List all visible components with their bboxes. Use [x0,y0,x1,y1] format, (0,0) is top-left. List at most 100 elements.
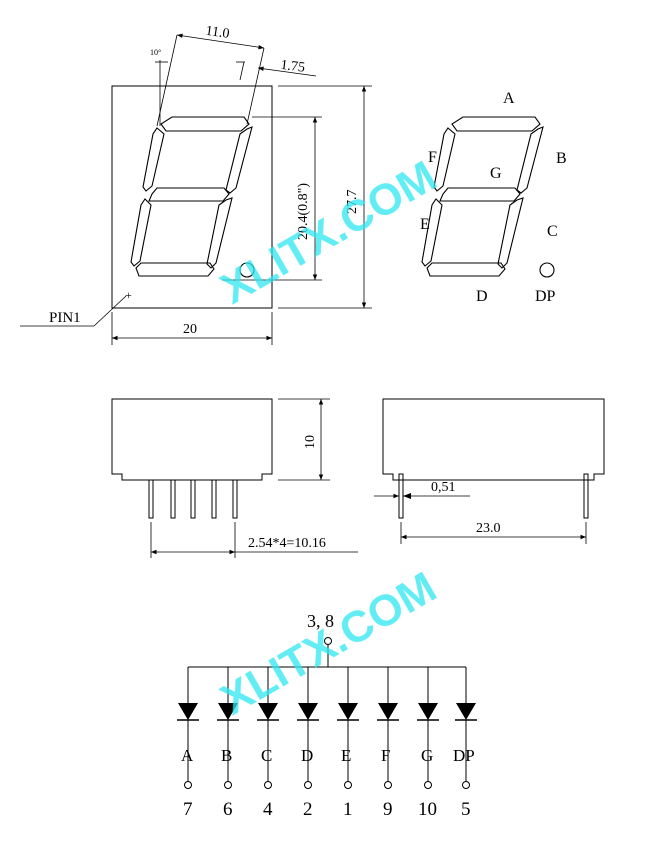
seg-label-b: B [556,150,567,167]
segment-label: G [421,746,433,765]
side2-pin-left [398,473,404,519]
pin-number: 4 [263,799,273,820]
seg-label-a: A [503,90,515,107]
segment-map [421,116,555,278]
pin-terminal [184,781,192,789]
seg-label-dp: DP [535,288,556,305]
front-seg-c [206,197,233,269]
seg-label-e: E [420,216,430,233]
segment-label: E [341,746,351,765]
watermark-bottom: XLITX.COM [213,562,445,724]
diode-6: F9 [377,667,399,820]
dim-offset-label: 1.75 [280,58,306,76]
pin-terminal [384,781,392,789]
pin-terminal [304,781,312,789]
side-pin-3 [190,479,196,519]
front-view: 11.0 10° 1.75 20.4(0.8") 27.7 20 PIN1 + [20,24,372,345]
front-seg-g [148,187,230,202]
dim-top-label: 11.0 [205,24,231,42]
dim-side-height-label: 10 [303,435,318,449]
diode-triangle [218,703,238,720]
front-seg-a [160,116,250,132]
watermark-top: XLITX.COM [213,151,445,313]
watermark-group: XLITX.COM XLITX.COM [213,151,445,724]
pin-number: 7 [183,799,193,820]
map-seg-g [439,187,521,202]
front-seg-f [142,127,165,192]
segment-label: B [221,746,232,765]
pin1-leader-diagonal [93,295,127,327]
map-seg-e [421,198,443,267]
diode-triangle [178,703,198,720]
common-pins-label: 3, 8 [307,611,334,631]
seg-label-f: F [428,149,437,166]
map-seg-f [433,127,456,192]
side-view-pins: 10 2.54*4=10.16 [111,398,358,558]
diode-3: C4 [257,667,279,820]
seg-label-d: D [476,288,488,305]
map-seg-dp [539,262,555,278]
segment-label: DP [453,746,475,765]
pin-number: 2 [303,799,313,820]
pin-number: 10 [418,799,437,820]
pin-terminal [224,781,232,789]
side-pin-4 [211,479,217,519]
dim-angle-label: 10° [150,48,161,57]
pin1-label: PIN1 [49,310,81,326]
diode-triangle [378,703,398,720]
diode-1: A7 [177,667,199,820]
diode-7: G 10 [417,667,439,820]
side-pin-1 [148,479,154,519]
front-digit [130,116,255,278]
map-seg-c [497,197,524,269]
map-seg-b [516,126,544,194]
dim-height-label: 20.4(0.8") [296,183,311,240]
dim-width-label: 20 [183,322,197,337]
side2-body-outline [382,398,605,481]
dim-pin-arrow-right [403,493,411,499]
diode-triangle [418,703,438,720]
dim-offset-ext [239,61,245,81]
pin-terminal [344,781,352,789]
diode-5: E1 [337,667,359,820]
pin1-plus: + [125,288,132,302]
side-pin-2 [170,479,176,519]
diode-2: B6 [217,667,239,820]
seg-label-c: C [547,223,558,240]
front-seg-b [225,126,253,194]
pin-number: 6 [223,799,233,820]
pin-number: 5 [461,799,471,820]
side-body-outline [111,398,273,481]
common-terminal [324,637,332,645]
pin-terminal [424,781,432,789]
diode-8: DP 5 [453,667,477,820]
dim-top-line [176,33,265,50]
front-seg-e [130,198,152,267]
segment-label: C [261,746,272,765]
dim-length-label: 23.0 [476,521,501,536]
front-seg-dp [239,262,255,278]
dim-top-ext-right [246,47,265,125]
side2-pin-right [583,473,589,519]
diode-4: D2 [297,667,319,820]
dim-pitch-label: 2.54*4=10.16 [248,536,326,551]
dim-pin-label: 0,51 [431,480,456,495]
pin-terminal [264,781,272,789]
diode-triangle [456,703,476,720]
map-seg-d [426,262,506,277]
side-pins [148,479,238,519]
front-seg-d [135,262,215,277]
map-seg-a [451,116,541,132]
pin-terminal [462,781,470,789]
segment-label: A [181,746,194,765]
front-body-outline [111,85,273,309]
pin-number: 1 [343,799,353,820]
dim-offset-leader [257,66,317,77]
seg-label-g: G [490,165,502,182]
diode-triangle [338,703,358,720]
diode-triangle [298,703,318,720]
